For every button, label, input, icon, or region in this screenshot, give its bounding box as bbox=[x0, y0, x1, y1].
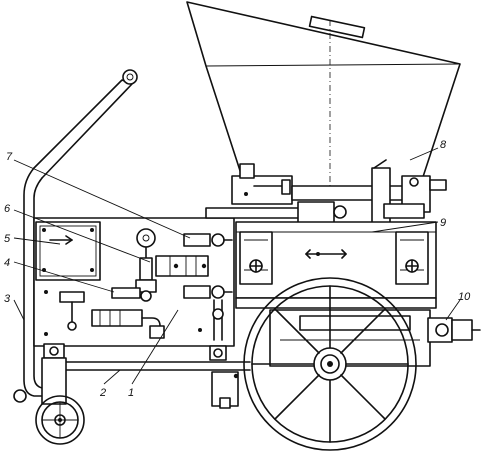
label-8: 8 bbox=[440, 139, 447, 151]
large-wheel bbox=[243, 277, 417, 451]
leader-4 bbox=[13, 261, 115, 293]
handle bbox=[33, 69, 138, 179]
leader-2 bbox=[103, 369, 121, 385]
leader-8 bbox=[409, 147, 439, 161]
leader-6 bbox=[13, 209, 151, 263]
leader-1 bbox=[131, 309, 179, 385]
label-9: 9 bbox=[440, 217, 446, 229]
leader-7 bbox=[13, 159, 191, 239]
top-mechanism bbox=[205, 159, 447, 309]
caster-wheel bbox=[13, 343, 85, 445]
piping bbox=[111, 228, 233, 361]
label-2: 2 bbox=[99, 387, 106, 399]
leader-10 bbox=[445, 299, 461, 321]
label-6: 6 bbox=[4, 203, 11, 215]
leader-5 bbox=[13, 237, 61, 245]
label-5: 5 bbox=[4, 233, 11, 245]
leader-3 bbox=[13, 299, 25, 321]
label-1: 1 bbox=[128, 387, 134, 399]
support-legs bbox=[211, 371, 239, 409]
label-3: 3 bbox=[4, 293, 11, 305]
label-7: 7 bbox=[6, 151, 13, 163]
leader-9 bbox=[371, 221, 439, 233]
label-4: 4 bbox=[4, 257, 10, 269]
label-10: 10 bbox=[458, 291, 471, 303]
leader-lines bbox=[13, 147, 461, 385]
